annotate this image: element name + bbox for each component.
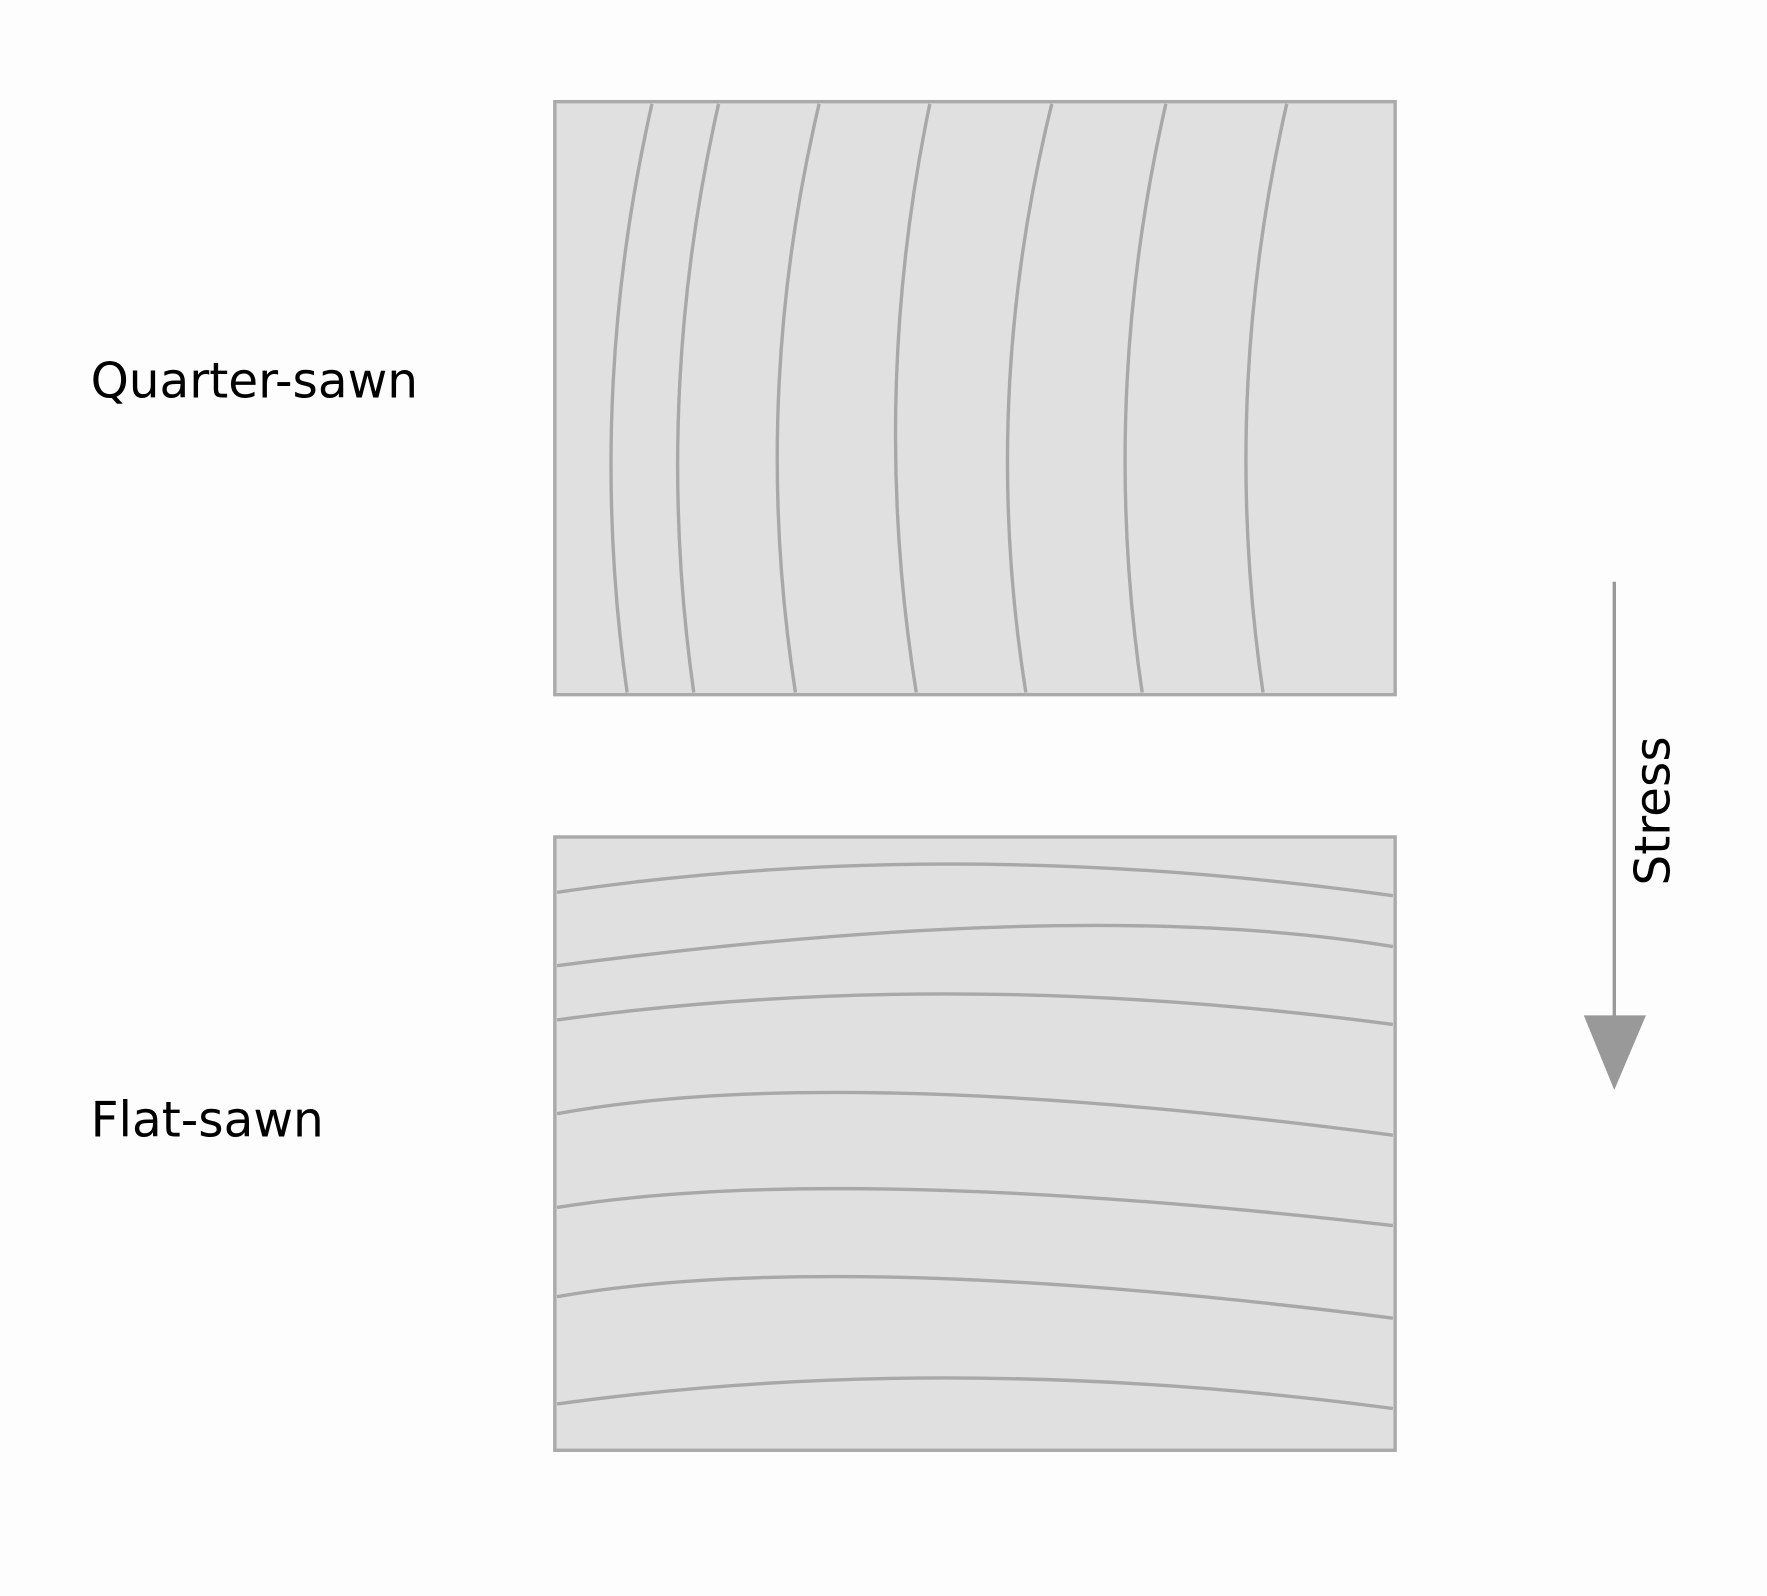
quarter-sawn-grain-line	[1123, 103, 1168, 693]
flat-sawn-grain-line	[556, 1090, 1394, 1137]
quarter-sawn-grain-line	[675, 103, 721, 693]
stress-arrow	[1583, 581, 1646, 1090]
flat-sawn-board-outline	[553, 835, 1397, 1452]
flat-sawn-grain-line	[556, 1376, 1394, 1411]
stress-arrowhead-icon	[1583, 1015, 1646, 1090]
quarter-sawn-board-outline	[553, 99, 1397, 697]
quarter-sawn-grain-line	[1244, 103, 1289, 693]
quarter-sawn-label: Quarter-sawn	[91, 354, 418, 410]
flat-sawn-grain-line	[556, 1274, 1394, 1320]
quarter-sawn-grain-line	[893, 103, 932, 693]
quarter-sawn-board	[553, 99, 1397, 697]
flat-sawn-board	[553, 835, 1397, 1452]
quarter-sawn-grain-line	[775, 103, 821, 693]
flat-sawn-label: Flat-sawn	[91, 1092, 324, 1148]
quarter-sawn-grain-line	[609, 103, 654, 693]
flat-sawn-grain-line	[556, 923, 1394, 968]
stress-label: Stress	[1626, 736, 1682, 885]
quarter-sawn-grain-line	[1005, 103, 1054, 693]
flat-sawn-grain-line	[556, 1186, 1394, 1228]
flat-sawn-grain-line	[556, 862, 1394, 898]
flat-sawn-grain-line	[556, 992, 1394, 1027]
